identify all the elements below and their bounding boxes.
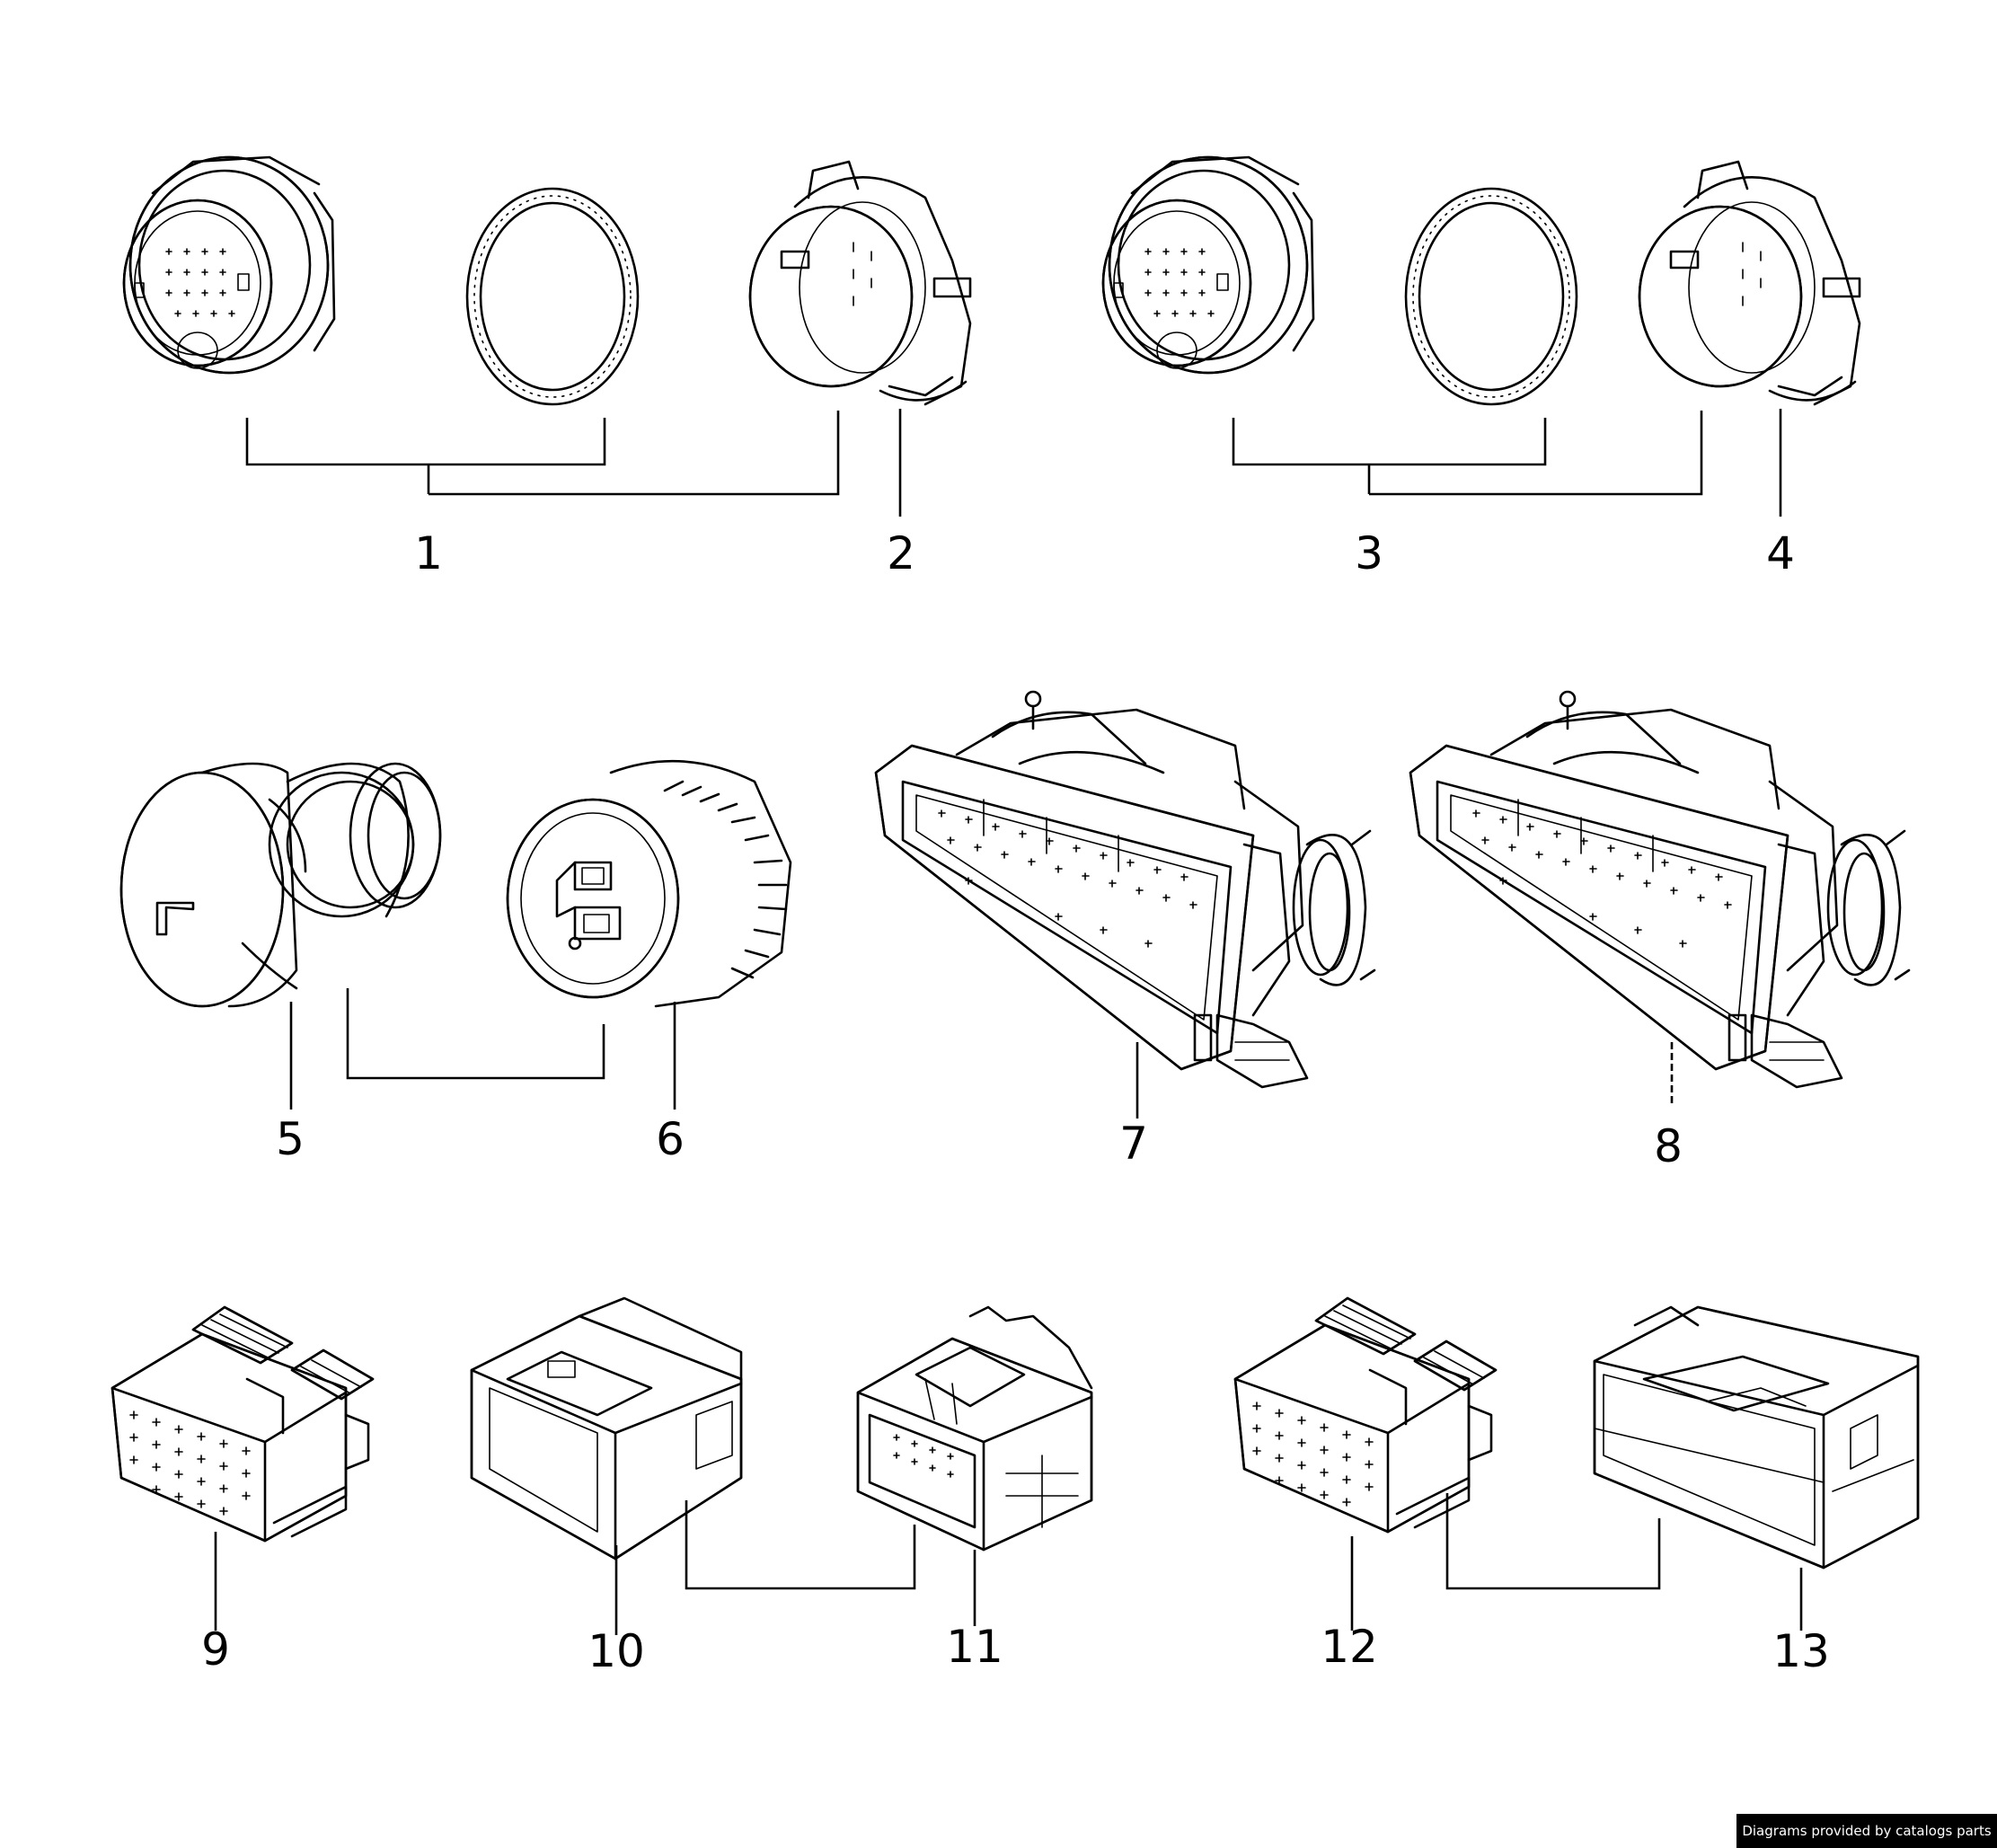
callout-3: 3 — [1355, 527, 1383, 579]
part-13-housing-icon — [1593, 1305, 1920, 1569]
leader-12-13-link — [1445, 1493, 1661, 1590]
callout-12: 12 — [1321, 1621, 1378, 1673]
callout-11: 11 — [946, 1621, 1003, 1673]
credit-banner: Diagrams provided by catalogs parts — [1736, 1814, 1997, 1848]
callout-7: 7 — [1119, 1118, 1148, 1170]
part-4-coupling-ring-icon — [1638, 160, 1861, 406]
callout-5: 5 — [276, 1113, 305, 1165]
callout-8: 8 — [1654, 1120, 1683, 1172]
part-3-housing-icon — [1101, 155, 1315, 375]
leader-1 — [245, 411, 840, 496]
leader-5-6-link — [346, 988, 605, 1080]
part-3-seal-ring-icon — [1404, 187, 1578, 406]
part-5-round-plug-icon — [119, 762, 442, 1008]
leader-10-11-link — [685, 1500, 916, 1590]
part-2-coupling-ring-icon — [748, 160, 972, 406]
callout-2: 2 — [887, 527, 915, 579]
part-7-ecu-connector-icon — [874, 690, 1376, 1089]
part-6-round-socket-icon — [506, 759, 792, 1008]
leader-3 — [1232, 411, 1703, 496]
part-9-flat-connector-icon — [110, 1305, 375, 1543]
part-1-housing-icon — [122, 155, 336, 375]
callout-4: 4 — [1766, 527, 1795, 579]
part-12-flat-connector-icon — [1233, 1296, 1498, 1534]
callout-13: 13 — [1772, 1625, 1830, 1677]
callout-9: 9 — [201, 1623, 230, 1676]
part-8-ecu-connector-icon — [1409, 690, 1911, 1089]
part-10-housing-icon — [470, 1296, 743, 1561]
part-1-seal-ring-icon — [465, 187, 640, 406]
part-11-flat-connector-icon — [856, 1305, 1093, 1552]
callout-6: 6 — [656, 1113, 685, 1165]
callout-1: 1 — [414, 527, 443, 579]
callout-10: 10 — [588, 1625, 645, 1677]
